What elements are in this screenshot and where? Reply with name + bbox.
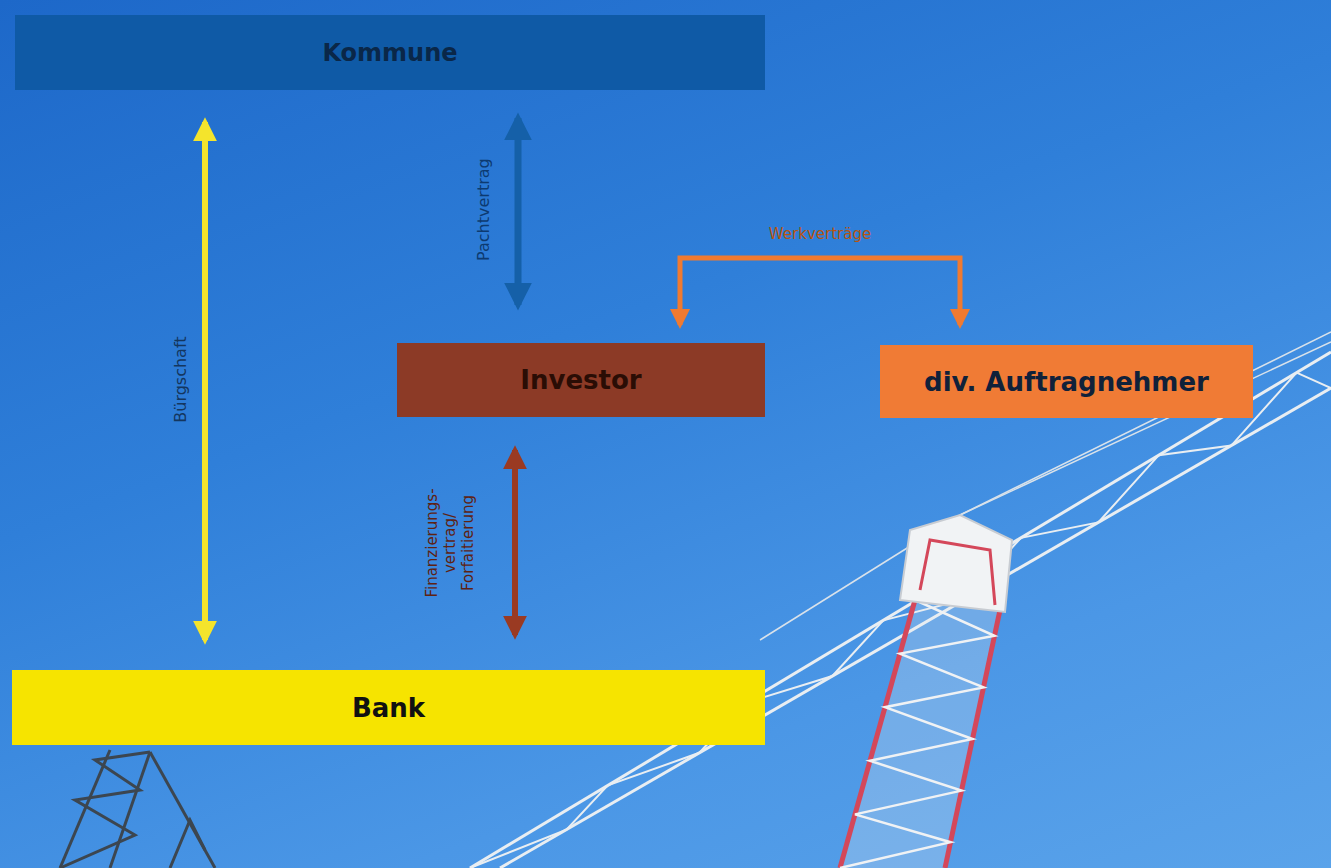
tie-cable (760, 332, 1331, 640)
small-crane (60, 750, 215, 868)
edge-label: Werkverträge (769, 225, 871, 243)
node-label: Bank (352, 693, 425, 723)
connector-arrow (680, 258, 960, 325)
node-label: Kommune (322, 39, 457, 67)
crane-jib (470, 352, 1331, 868)
edge-label: Bürgschaft (170, 337, 189, 423)
authority-band: Kommune (15, 15, 765, 90)
node-label: div. Auftragnehmer (924, 367, 1209, 397)
crane-tower (840, 515, 1012, 868)
node-label: Investor (520, 365, 641, 395)
bank-band: Bank (12, 670, 765, 745)
edge-label: Finanzierungs- vertrag/ Forfaitierung (423, 473, 477, 613)
contractor-box: div. Auftragnehmer (880, 345, 1253, 418)
connector-arrow (512, 450, 518, 635)
investor-box: Investor (397, 343, 765, 417)
connector-arrow (515, 118, 522, 305)
edge-label: Pachtvertrag (473, 159, 492, 262)
connector-arrow (202, 122, 208, 640)
